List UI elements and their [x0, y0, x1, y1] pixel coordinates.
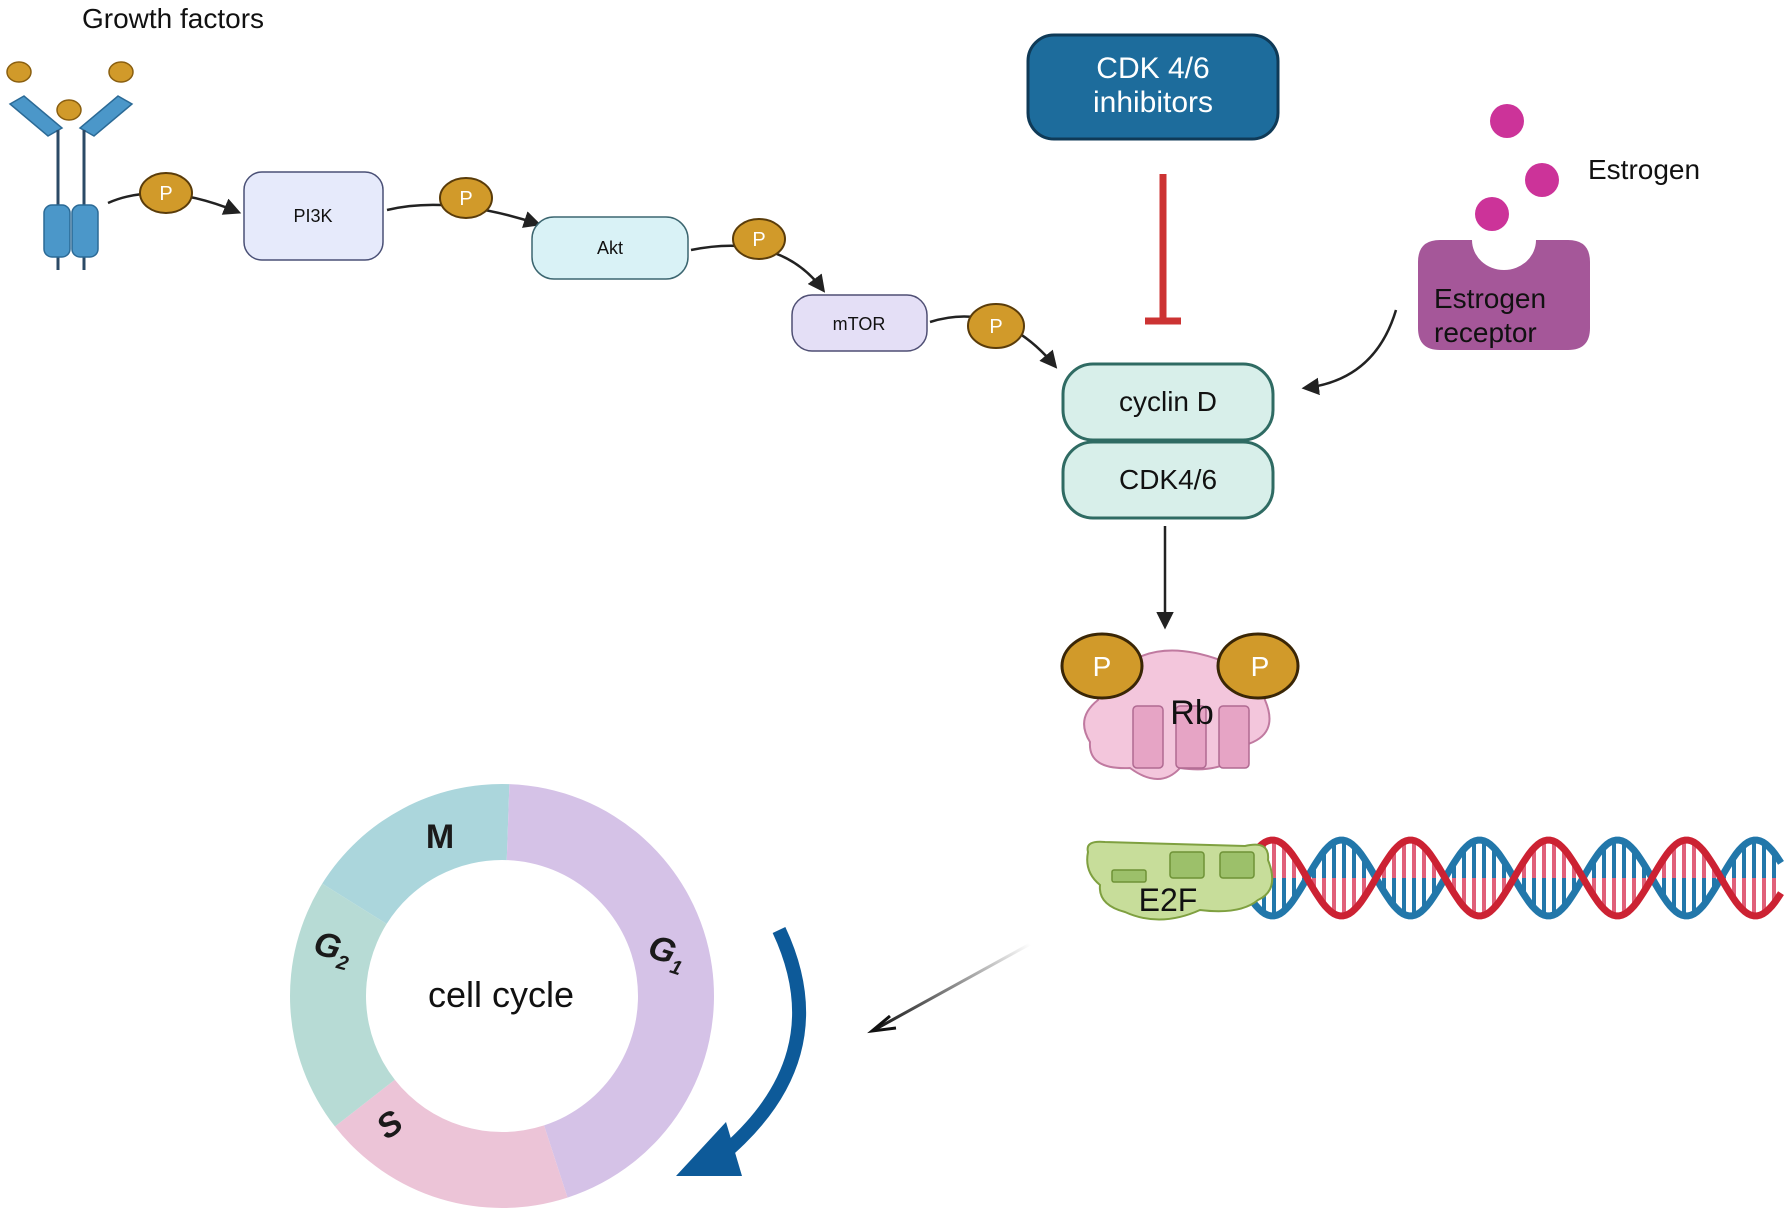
growth-factors-label: Growth factors — [82, 3, 264, 34]
arrow-e2f-to-cell-cycle — [873, 942, 1031, 1032]
phospho-badge: P — [1060, 632, 1144, 700]
cyclin-d-label: cyclin D — [1119, 386, 1217, 417]
phospho-badge: P — [1216, 632, 1300, 700]
cycle-arrow-head — [676, 1122, 742, 1176]
ligand-dot — [56, 99, 82, 121]
estrogen-dot — [1475, 197, 1509, 231]
receptor-line-2: receptor — [1434, 317, 1537, 348]
cdk46-inhibitors-box: CDK 4/6 inhibitors — [1026, 33, 1280, 141]
svg-text:P: P — [459, 188, 472, 210]
phase-label-m: M — [426, 818, 454, 856]
estrogen-receptor: Estrogen receptor — [1418, 240, 1590, 350]
cell-cycle-label: cell cycle — [428, 974, 574, 1015]
arrow-receptor-to-cyclin — [1301, 309, 1398, 396]
e2f-protein: E2F — [1086, 840, 1274, 921]
phospho-badge: P — [967, 303, 1025, 349]
receptor-line-1: Estrogen — [1434, 283, 1546, 314]
growth-factor-ligands — [6, 61, 134, 121]
pi3k-label: PI3K — [293, 206, 332, 226]
estrogen-label: Estrogen — [1588, 154, 1700, 185]
svg-text:P: P — [989, 316, 1002, 338]
phospho-badge: P — [732, 218, 786, 260]
estrogen-dot — [1525, 163, 1559, 197]
e2f-label: E2F — [1139, 882, 1198, 918]
cycle-segment-s — [334, 1079, 568, 1208]
ligand-dot — [108, 61, 134, 83]
mtor-node: mTOR — [791, 294, 928, 352]
cdk46-label: CDK4/6 — [1119, 464, 1217, 495]
rb-label: Rb — [1170, 694, 1213, 732]
cdk46-node: CDK4/6 — [1061, 440, 1275, 520]
estrogen-molecules — [1475, 104, 1559, 231]
svg-text:P: P — [159, 183, 172, 205]
receptor-tyrosine-kinase-icon — [8, 95, 134, 270]
svg-text:P: P — [752, 229, 765, 251]
dna-helix-icon — [1234, 836, 1784, 920]
inhibitors-line-1: CDK 4/6 — [1096, 52, 1209, 85]
estrogen-dot — [1490, 104, 1524, 138]
svg-text:P: P — [1093, 651, 1112, 682]
phospho-badge: P — [439, 177, 493, 219]
cyclin-d-node: cyclin D — [1061, 362, 1275, 442]
cycle-segment-m — [322, 784, 510, 924]
ligand-dot — [6, 61, 32, 83]
arrow-head — [867, 1014, 897, 1034]
pi3k-node: PI3K — [243, 171, 384, 261]
svg-text:P: P — [1251, 651, 1270, 682]
inhibition-bar-icon — [1145, 174, 1181, 325]
cell-cycle-ring — [289, 784, 715, 1208]
akt-node: Akt — [531, 216, 689, 280]
mtor-label: mTOR — [833, 314, 886, 334]
cycle-segment-g1 — [506, 784, 715, 1198]
inhibitors-line-2: inhibitors — [1093, 86, 1213, 119]
cycle-direction-arrow — [711, 927, 807, 1166]
akt-label: Akt — [597, 238, 623, 258]
phospho-badge: P — [139, 172, 193, 214]
cycle-segment-g2 — [289, 883, 395, 1127]
